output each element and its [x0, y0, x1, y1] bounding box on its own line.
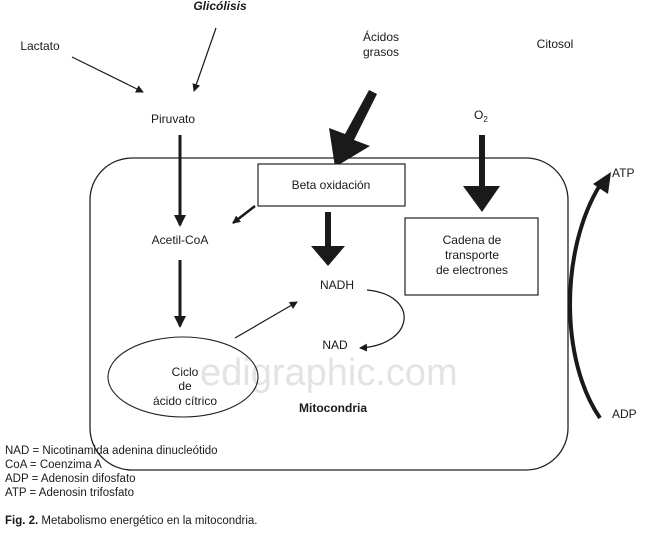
glicolisis-arrow — [192, 27, 217, 92]
acidos-label-1: Ácidos — [363, 29, 399, 44]
watermark: edigraphic.com — [200, 352, 458, 394]
adp-atp-arrow — [568, 183, 602, 420]
glicolisis-label: Glicólisis — [193, 0, 247, 13]
nadh-nad-curve-arrow — [359, 289, 405, 352]
ciclo-label-3: ácido cítrico — [153, 394, 217, 408]
o2-arrow-shaft — [479, 135, 485, 187]
adp-atp-arrow-head — [593, 172, 611, 194]
piruvato-label: Piruvato — [151, 112, 195, 126]
citosol-label: Citosol — [537, 37, 574, 51]
cadena-label-2: transporte — [445, 248, 499, 262]
caption-label: Fig. 2. — [5, 515, 39, 527]
citric-acid-cycle-ellipse — [107, 336, 259, 418]
ciclo-label-1: Ciclo — [172, 365, 199, 379]
legend-item: ADP = Adenosin difosfato — [5, 473, 136, 485]
beta-nadh-arrow-head — [311, 246, 345, 266]
caption-text: Metabolismo energético en la mitocondria… — [38, 515, 258, 527]
atp-label: ATP — [612, 166, 634, 180]
nadh-label: NADH — [320, 278, 354, 292]
fatty-acid-arrow — [329, 90, 377, 167]
beta-oxidation-box — [257, 163, 406, 207]
adp-label: ADP — [612, 407, 637, 421]
electron-transport-box — [404, 217, 539, 296]
beta-acetil-arrow — [232, 205, 256, 224]
ciclo-nadh-arrow — [234, 301, 298, 339]
nad-label: NAD — [322, 338, 348, 352]
o2-arrow-head — [463, 186, 500, 212]
legend-item: ATP = Adenosin trifosfato — [5, 487, 135, 499]
cadena-label-3: de electrones — [436, 263, 508, 277]
acetil-coa-label: Acetil-CoA — [152, 233, 209, 247]
abbreviation-legend: NAD = Nicotinamida adenina dinucleótido … — [5, 444, 218, 500]
mitochondrion-outline — [89, 157, 569, 471]
figure-caption: Fig. 2. Metabolismo energético en la mit… — [5, 515, 258, 527]
o2-label: O2 — [474, 108, 488, 124]
ciclo-label-2: de — [178, 379, 192, 393]
beta-nadh-arrow-shaft — [325, 212, 331, 248]
acidos-label-2: grasos — [363, 45, 399, 59]
beta-oxidation-label: Beta oxidación — [292, 178, 371, 192]
legend-item: CoA = Coenzima A — [5, 459, 102, 471]
mitocondria-label: Mitocondria — [299, 401, 367, 415]
lactato-arrow — [71, 56, 144, 93]
lactato-label: Lactato — [20, 39, 60, 53]
cadena-label-1: Cadena de — [443, 233, 502, 247]
legend-item: NAD = Nicotinamida adenina dinucleótido — [5, 445, 218, 457]
